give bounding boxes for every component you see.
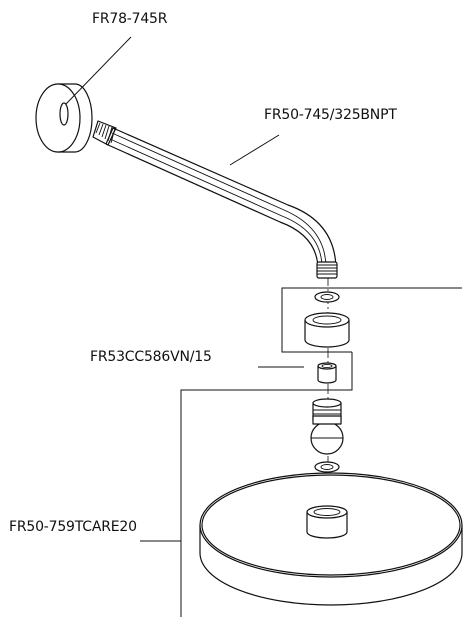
flow-restrictor [317,362,337,384]
ball-joint [310,398,344,455]
arm-leader [229,134,280,166]
wall-flange [35,83,93,153]
upper-group-bracket [281,287,462,353]
washer-bottom [314,461,340,473]
label-flow-restrictor: FR53CC586VN/15 [90,349,212,365]
restrictor-group-bracket [180,352,353,617]
arm-thread-top [92,120,117,146]
label-shower-head: FR50-759TCARE20 [9,519,137,535]
washer-top [314,291,340,303]
shower-head-disc [199,472,463,606]
coupling-nut [304,312,350,348]
arm-thread-bottom [316,261,338,279]
shower-arm [92,120,338,279]
label-flange: FR78-745R [92,11,168,27]
label-shower-arm: FR50-745/325BNPT [264,107,397,123]
flange-leader [65,36,132,105]
shower-head-inlet [306,505,348,539]
